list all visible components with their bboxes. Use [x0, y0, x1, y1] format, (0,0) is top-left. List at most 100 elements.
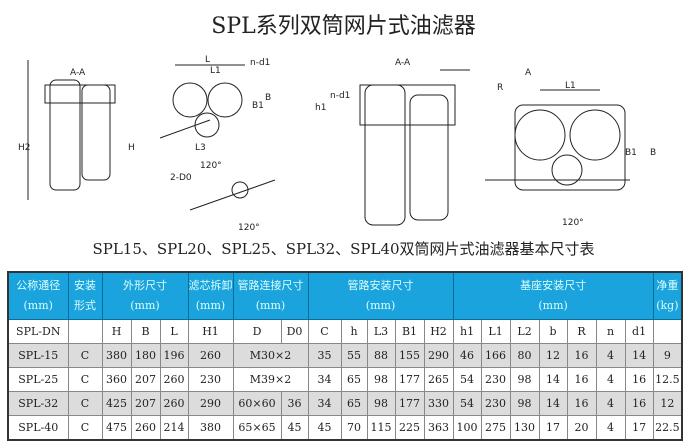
- technical-drawings: A-A H2 H L L1 n-d1 B B1 L3 120° 2-D0 120…: [18, 55, 656, 233]
- table-cell: 80: [509, 343, 540, 368]
- label: 120°: [238, 223, 260, 233]
- subheader-cell: L: [159, 319, 189, 344]
- label: R: [497, 83, 503, 93]
- label: A: [525, 68, 532, 78]
- subheader-cell: R: [566, 319, 597, 344]
- table-cell: 230: [187, 367, 234, 392]
- table-header-row: 公称通径(mm) 安装形式 外形尺寸(mm) 滤芯拆卸(mm) 管路连接尺寸(m…: [7, 271, 683, 320]
- label: B: [650, 148, 656, 158]
- subheader-cell: [652, 319, 683, 344]
- table-cell: M39×2: [232, 367, 309, 392]
- subheader-cell: C: [307, 319, 342, 344]
- table-cell: 54: [452, 367, 482, 392]
- label: L3: [195, 143, 206, 153]
- table-cell: 16: [566, 391, 597, 416]
- subheader-cell: n: [595, 319, 626, 344]
- label: 120°: [200, 161, 222, 171]
- table-cell: 363: [423, 415, 454, 441]
- label: B1: [252, 101, 264, 111]
- drawing-top-view-2: A L1 R B1 B 120°: [485, 68, 656, 228]
- subheader-cell: D0: [280, 319, 309, 344]
- label: 120°: [562, 218, 584, 228]
- table-cell: 130: [509, 415, 540, 441]
- table-cell: 4: [595, 415, 626, 441]
- table-cell: 34: [307, 391, 342, 416]
- label: n-d1: [330, 91, 350, 101]
- table-cell: 55: [340, 343, 368, 368]
- table-cell: 35: [307, 343, 342, 368]
- table-cell: 115: [366, 415, 396, 441]
- header-cell: 基座安装尺寸(mm): [452, 271, 654, 320]
- table-cell: 16: [624, 367, 654, 392]
- table-cell: 12.5: [652, 367, 683, 392]
- subheader-cell: B: [130, 319, 161, 344]
- table-cell: 88: [366, 343, 396, 368]
- label: L: [205, 55, 210, 65]
- table-cell: 36: [280, 391, 309, 416]
- subheader-cell: L1: [480, 319, 511, 344]
- table-cell: 14: [624, 343, 654, 368]
- table-cell: 265: [423, 367, 454, 392]
- table-cell: 65: [340, 367, 368, 392]
- table-cell: C: [67, 415, 103, 441]
- header-cell: 安装形式: [67, 271, 103, 320]
- table-cell: 4: [595, 391, 626, 416]
- table-cell: 196: [159, 343, 189, 368]
- table-cell: 17: [538, 415, 568, 441]
- table-cell: 16: [566, 367, 597, 392]
- table-cell: 98: [509, 367, 540, 392]
- label: L1: [210, 66, 221, 76]
- table-cell: 360: [101, 367, 132, 392]
- table-cell: 17: [624, 415, 654, 441]
- table-cell: 16: [624, 391, 654, 416]
- table-cell: 230: [480, 391, 511, 416]
- table-cell: 380: [187, 415, 234, 441]
- table-cell: 290: [187, 391, 234, 416]
- header-cell: 公称通径(mm): [7, 271, 69, 320]
- table-cell: 260: [159, 367, 189, 392]
- table-cell: 180: [130, 343, 161, 368]
- table-cell: 9: [652, 343, 683, 368]
- table-cell: 12: [652, 391, 683, 416]
- label: H2: [18, 143, 31, 153]
- table-cell: 20: [566, 415, 597, 441]
- table-cell: 4: [595, 343, 626, 368]
- table-cell: 65: [340, 391, 368, 416]
- subheader-cell: L2: [509, 319, 540, 344]
- subheader-cell: h1: [452, 319, 482, 344]
- label: H: [128, 143, 135, 153]
- table-cell: 98: [366, 391, 396, 416]
- table-cell: 45: [307, 415, 342, 441]
- subheader-cell: SPL-DN: [7, 319, 69, 344]
- table-cell: 177: [394, 391, 425, 416]
- table-cell: SPL-32: [7, 391, 69, 416]
- label: A-A: [395, 58, 411, 68]
- table-cell: 230: [480, 367, 511, 392]
- subheader-cell: B1: [394, 319, 425, 344]
- table-cell: 275: [480, 415, 511, 441]
- table-cell: C: [67, 367, 103, 392]
- table-cell: 34: [307, 367, 342, 392]
- drawing-top-view-1: L L1 n-d1 B B1 L3 120° 2-D0 120°: [159, 55, 276, 233]
- table-cell: SPL-40: [7, 415, 69, 441]
- header-cell: 管路安装尺寸(mm): [307, 271, 454, 320]
- subheader-cell: H1: [187, 319, 234, 344]
- table-cell: 177: [394, 367, 425, 392]
- table-cell: 260: [187, 343, 234, 368]
- label: B: [265, 93, 271, 103]
- subheader-cell: H2: [423, 319, 454, 344]
- table-cell: SPL-15: [7, 343, 69, 368]
- table-cell: 14: [538, 391, 568, 416]
- table-cell: 207: [130, 391, 161, 416]
- table-cell: 166: [480, 343, 511, 368]
- table-cell: 475: [101, 415, 132, 441]
- table-cell: 45: [280, 415, 309, 441]
- table-cell: 98: [366, 367, 396, 392]
- subheader-cell: H: [101, 319, 132, 344]
- label: A-A: [70, 68, 86, 78]
- dimension-table: 公称通径(mm) 安装形式 外形尺寸(mm) 滤芯拆卸(mm) 管路连接尺寸(m…: [7, 271, 684, 441]
